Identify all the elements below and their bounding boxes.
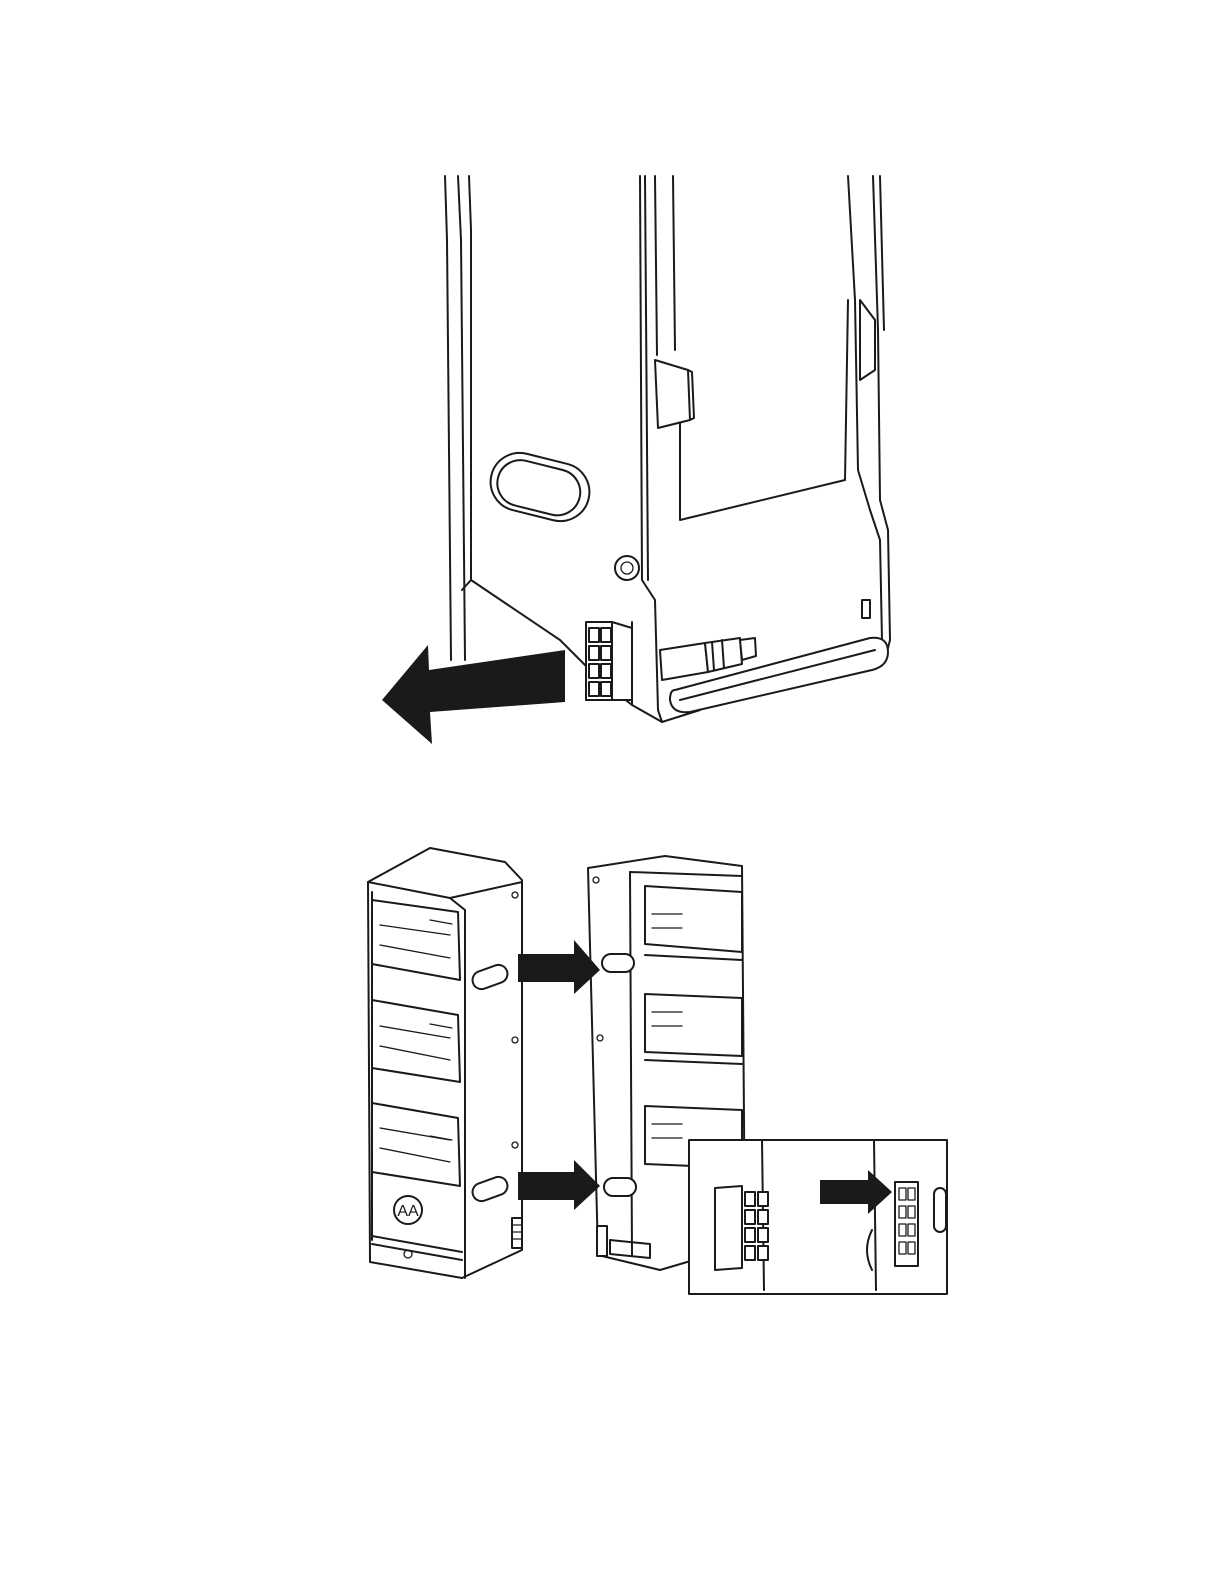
housing-left-side: [445, 176, 471, 660]
housing-right-side: [673, 176, 890, 660]
detail-inset: [689, 1140, 947, 1294]
oval-slot: [484, 447, 595, 527]
left-charger: AA: [368, 848, 522, 1278]
pull-left-arrow-icon: [382, 645, 565, 744]
bottom-figure: AA: [368, 848, 947, 1294]
top-figure: [382, 176, 890, 744]
latch-tab: [655, 360, 694, 428]
power-connector: [586, 622, 632, 700]
logo-text: AA: [397, 1203, 419, 1220]
align-arrow-bottom-icon: [518, 1160, 600, 1210]
align-arrow-top-icon: [518, 940, 600, 994]
screw-icon: [615, 556, 639, 580]
